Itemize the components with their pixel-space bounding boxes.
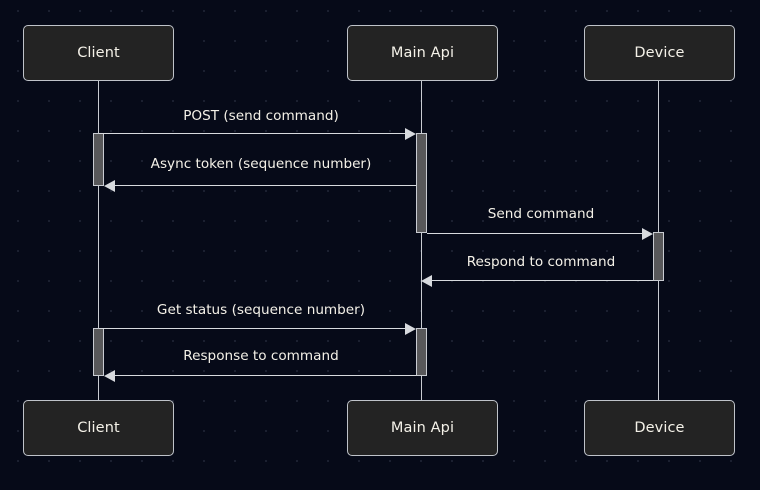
activation-bar-device-1 bbox=[653, 232, 664, 281]
participant-mainapi-top[interactable]: Main Api bbox=[347, 25, 498, 81]
message-arrowhead-5 bbox=[405, 323, 416, 335]
message-label-3: Send command bbox=[487, 206, 595, 222]
activation-bar-mainapi-1 bbox=[416, 133, 427, 233]
message-label-5: Get status (sequence number) bbox=[156, 302, 366, 318]
message-label-4: Respond to command bbox=[466, 254, 616, 270]
participant-device-bottom[interactable]: Device bbox=[584, 400, 735, 456]
activation-bar-client-1 bbox=[93, 133, 104, 186]
message-line-2 bbox=[115, 185, 416, 187]
participant-device-top[interactable]: Device bbox=[584, 25, 735, 81]
lifeline-mainapi bbox=[421, 81, 423, 400]
participant-label-client-bottom: Client bbox=[77, 420, 120, 436]
message-label-1: POST (send command) bbox=[183, 108, 339, 124]
participant-label-mainapi-bottom: Main Api bbox=[390, 420, 455, 436]
participant-label-device-bottom: Device bbox=[634, 420, 685, 436]
message-line-5 bbox=[99, 328, 411, 330]
message-arrowhead-3 bbox=[642, 228, 653, 240]
participant-mainapi-bottom[interactable]: Main Api bbox=[347, 400, 498, 456]
participant-label-mainapi-top: Main Api bbox=[390, 45, 455, 61]
participant-client-top[interactable]: Client bbox=[23, 25, 174, 81]
lifeline-client bbox=[98, 81, 100, 400]
message-line-1 bbox=[99, 133, 411, 135]
participant-label-device-top: Device bbox=[634, 45, 685, 61]
message-label-2: Async token (sequence number) bbox=[150, 156, 372, 172]
message-arrowhead-6 bbox=[104, 370, 115, 382]
message-line-3 bbox=[427, 233, 648, 235]
message-arrowhead-1 bbox=[405, 128, 416, 140]
participant-client-bottom[interactable]: Client bbox=[23, 400, 174, 456]
message-label-6: Response to command bbox=[183, 348, 339, 364]
message-line-6 bbox=[115, 375, 416, 377]
message-arrowhead-4 bbox=[421, 275, 432, 287]
message-line-4 bbox=[432, 280, 653, 282]
message-arrowhead-2 bbox=[104, 180, 115, 192]
participant-label-client-top: Client bbox=[77, 45, 120, 61]
activation-bar-mainapi-2 bbox=[416, 328, 427, 376]
activation-bar-client-2 bbox=[93, 328, 104, 376]
